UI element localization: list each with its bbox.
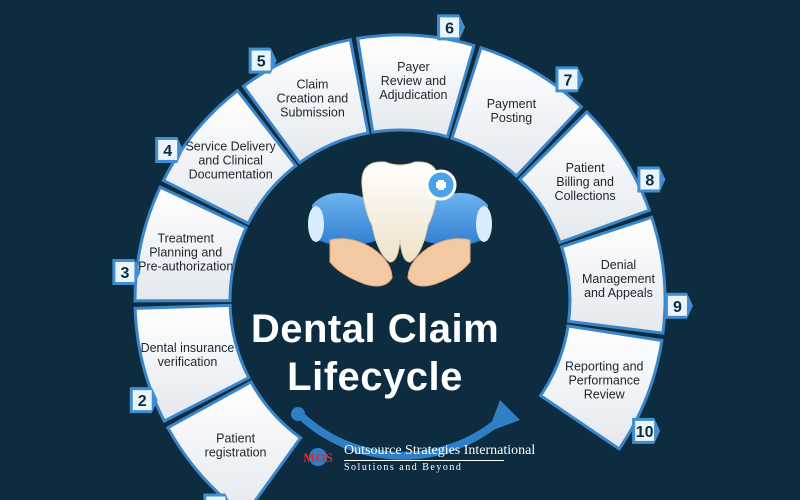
step-number-badge: 5 — [248, 47, 277, 74]
badge-inner — [635, 420, 655, 441]
plus-badge-icon — [425, 169, 457, 201]
step-number: 3 — [120, 265, 129, 282]
step-label-line: Planning and — [149, 245, 222, 259]
step-segment — [355, 33, 476, 139]
step-number: 2 — [138, 393, 147, 410]
step-label-line: and Appeals — [584, 286, 653, 300]
step-segment — [538, 324, 664, 452]
step-label-line: Management — [582, 272, 655, 286]
step-label-line: Payment — [487, 97, 537, 111]
step-label-line: Collections — [555, 189, 616, 203]
step-number: 4 — [163, 143, 172, 160]
step-label-line: Service Delivery — [185, 139, 276, 153]
badge-inner — [115, 262, 135, 283]
step-number-badge: 10 — [632, 417, 661, 444]
badge-inner — [251, 50, 271, 71]
step-label-line: verification — [158, 355, 218, 369]
step-label-line: Patient — [566, 161, 605, 175]
step-number-badge: 3 — [112, 259, 141, 286]
badge-inner — [158, 139, 178, 160]
tooth-in-hands-icon — [308, 161, 492, 287]
step-number: 5 — [257, 54, 266, 71]
step-label-line: Documentation — [189, 167, 273, 181]
logo-divider — [344, 460, 504, 461]
arrow-head — [488, 400, 520, 432]
step-label-line: Review — [584, 387, 626, 401]
step-number: 9 — [673, 299, 682, 316]
step-number: 8 — [645, 172, 654, 189]
badge-inner — [558, 69, 578, 90]
title-line-2: Lifecycle — [287, 355, 463, 399]
step-label-line: Billing and — [556, 175, 614, 189]
step-number-badge: 4 — [155, 136, 184, 163]
step-label-line: Adjudication — [379, 88, 447, 102]
step-number: 6 — [445, 20, 454, 37]
step-number: 7 — [564, 72, 573, 89]
badge-inner — [667, 295, 687, 316]
step-label-line: Submission — [280, 106, 345, 120]
badge-inner — [132, 390, 152, 411]
step-label-line: Review and — [381, 74, 446, 88]
step-label-line: Payer — [397, 60, 430, 74]
step-number-badge: 9 — [664, 292, 693, 319]
step-label-line: Claim — [296, 78, 328, 92]
step-number: 10 — [636, 424, 654, 441]
step-label-line: Denial — [601, 258, 636, 272]
logo-mark-text: MOS — [303, 450, 333, 465]
badge-inner — [206, 496, 226, 500]
badge-inner — [640, 169, 660, 190]
step-label-line: Creation and — [277, 92, 349, 106]
step-number-badge: 7 — [555, 66, 584, 93]
step-number-badge: 8 — [637, 166, 666, 193]
step-segment — [559, 215, 667, 335]
step-label-line: Treatment — [157, 231, 214, 245]
badge-group: 12345678910 — [112, 14, 693, 500]
badge-inner — [440, 17, 460, 38]
circular-arrow-icon — [296, 411, 504, 460]
step-label-line: registration — [205, 445, 267, 459]
company-logo: MOS Outsource Strategies International S… — [296, 441, 535, 477]
step-label-line: Reporting and — [565, 359, 644, 373]
step-label-line: Dental insurance — [141, 341, 235, 355]
step-segment — [517, 109, 652, 245]
page-title: Dental Claim Lifecycle — [245, 305, 505, 401]
step-number-badge: 2 — [129, 387, 158, 414]
step-label-line: Pre-authorization — [138, 259, 233, 273]
step-segment — [165, 379, 303, 500]
title-line-1: Dental Claim — [250, 307, 500, 351]
logo-name: Outsource Strategies International — [344, 443, 536, 458]
step-number-badge: 6 — [437, 14, 466, 41]
step-label-line: and Clinical — [198, 153, 263, 167]
step-segment — [450, 45, 584, 179]
step-label-line: Patient — [216, 431, 255, 445]
step-label-line: Posting — [491, 111, 533, 125]
logo-tagline: Solutions and Beyond — [344, 462, 463, 473]
arrow-tail-dot — [291, 407, 305, 421]
logo-mark-icon: MOS — [303, 448, 333, 466]
step-label-line: Performance — [568, 373, 640, 387]
